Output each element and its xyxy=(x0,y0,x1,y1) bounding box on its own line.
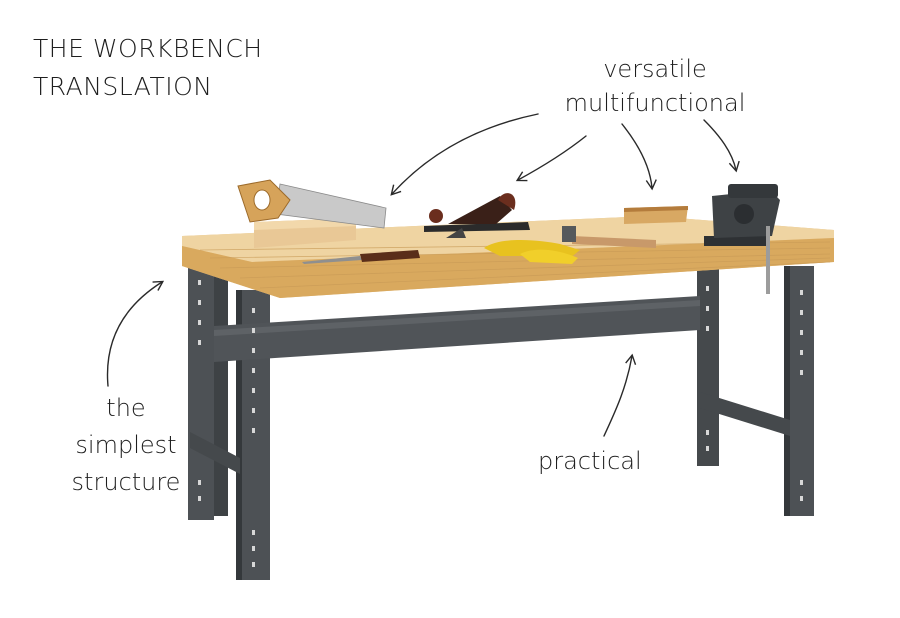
arrow-to-vise xyxy=(703,119,740,173)
label-versatile: versatile xyxy=(603,55,707,83)
chisel-icon xyxy=(302,250,420,264)
label-practical: practical xyxy=(538,447,642,475)
label-simplest-line-2: simplest xyxy=(75,431,177,459)
leg-adjustment-holes xyxy=(198,280,803,567)
top-front-edge xyxy=(182,238,834,298)
arrow-to-stringer xyxy=(603,353,637,437)
arrow-to-saw xyxy=(390,113,539,196)
title-line-2: TRANSLATION xyxy=(33,72,213,101)
label-simplest-line-1: the xyxy=(106,394,146,422)
diagram-title: THE WORKBENCH TRANSLATION xyxy=(33,30,263,106)
arrow-to-structure xyxy=(106,280,165,387)
annotation-arrows xyxy=(106,113,740,437)
arrow-to-plane xyxy=(515,135,587,182)
label-multifunctional: multifunctional xyxy=(564,89,746,117)
back-left-leg xyxy=(212,276,228,516)
label-simplest-line-3: structure xyxy=(71,468,181,496)
right-side-rail xyxy=(700,392,790,436)
bench-frame xyxy=(188,262,814,580)
hand-saw-icon xyxy=(237,179,387,229)
butcher-block-top xyxy=(182,216,834,298)
arrow-to-wood-block xyxy=(621,123,657,191)
hammer-icon xyxy=(562,226,656,248)
title-line-1: THE WORKBENCH xyxy=(33,34,263,63)
back-right-leg xyxy=(697,266,719,466)
bench-vise-icon xyxy=(704,184,780,294)
label-versatile-multifunctional: versatile multifunctional xyxy=(548,52,762,120)
label-simplest-structure: the simplest structure xyxy=(70,390,182,501)
front-right-leg xyxy=(788,266,814,516)
wood-block-icon xyxy=(624,206,688,224)
hand-plane-icon xyxy=(424,193,530,238)
left-side-rail xyxy=(190,432,240,474)
work-gloves-icon xyxy=(484,240,580,264)
